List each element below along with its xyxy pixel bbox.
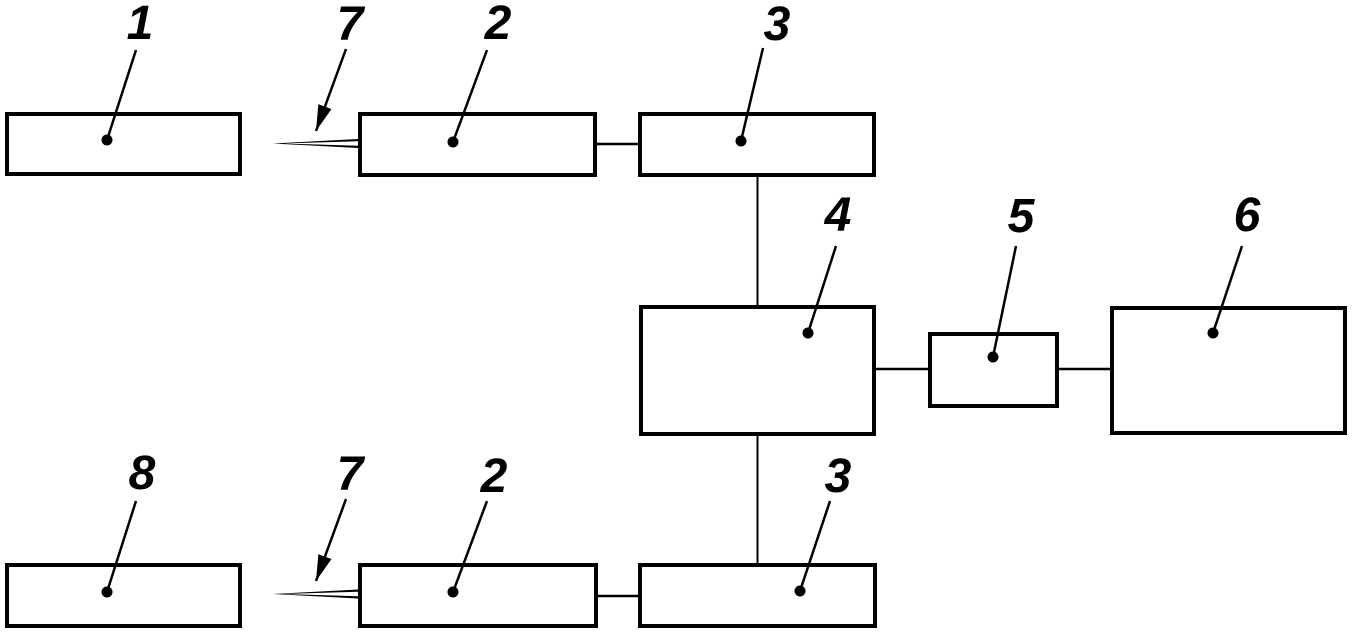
callout-leader-1 [101, 49, 138, 146]
callout-label-5: 5 [1008, 190, 1036, 243]
callout-label-2-top: 2 [484, 0, 512, 50]
callout-leader-3-bottom [794, 500, 832, 597]
leader-dot-3-top [735, 135, 747, 147]
block-2-bottom [358, 563, 598, 628]
block-2-top [358, 112, 597, 177]
block-4 [639, 305, 876, 436]
callout-label-7-top: 7 [337, 0, 366, 51]
block-3-top [638, 112, 876, 177]
leader-dot-5 [987, 351, 999, 363]
leader-dot-3-bottom [794, 585, 806, 597]
callout-leader-4 [802, 245, 838, 339]
leader-dot-2-bottom [447, 586, 459, 598]
callout-label-7-bottom: 7 [337, 448, 366, 501]
callout-label-3-bottom: 3 [825, 450, 852, 503]
block-3-bottom [638, 563, 877, 628]
callout-label-8: 8 [129, 447, 156, 500]
block-1 [5, 112, 242, 176]
leader-dot-2-top [447, 136, 459, 148]
callout-leader-2-bottom [447, 500, 489, 598]
leader-dot-1 [101, 134, 113, 146]
callout-leader-5 [987, 245, 1018, 363]
callout-label-3-top: 3 [764, 0, 791, 51]
needle-top-icon [273, 139, 358, 148]
leader-dot-8 [101, 586, 113, 598]
callout-label-6: 6 [1234, 189, 1261, 242]
callout-label-4: 4 [824, 189, 852, 242]
callout-label-1: 1 [127, 0, 154, 50]
callout-leader-3-top [735, 47, 765, 147]
callout-leader-6 [1207, 245, 1244, 339]
block-8 [5, 563, 242, 628]
callout-leader-8 [101, 500, 138, 598]
needle-bottom-icon [273, 589, 358, 599]
callout-leader-7-top [314, 48, 348, 132]
leader-arrow-7-bottom [314, 498, 348, 582]
callout-label-2-bottom: 2 [480, 450, 508, 503]
callout-leader-7-bottom [314, 498, 348, 582]
leader-dot-4 [802, 327, 814, 339]
leader-dot-6 [1207, 327, 1219, 339]
block-5 [928, 332, 1059, 408]
block-6 [1110, 306, 1347, 435]
callout-leader-2-top [447, 49, 489, 148]
leader-arrow-7-top [314, 48, 348, 132]
